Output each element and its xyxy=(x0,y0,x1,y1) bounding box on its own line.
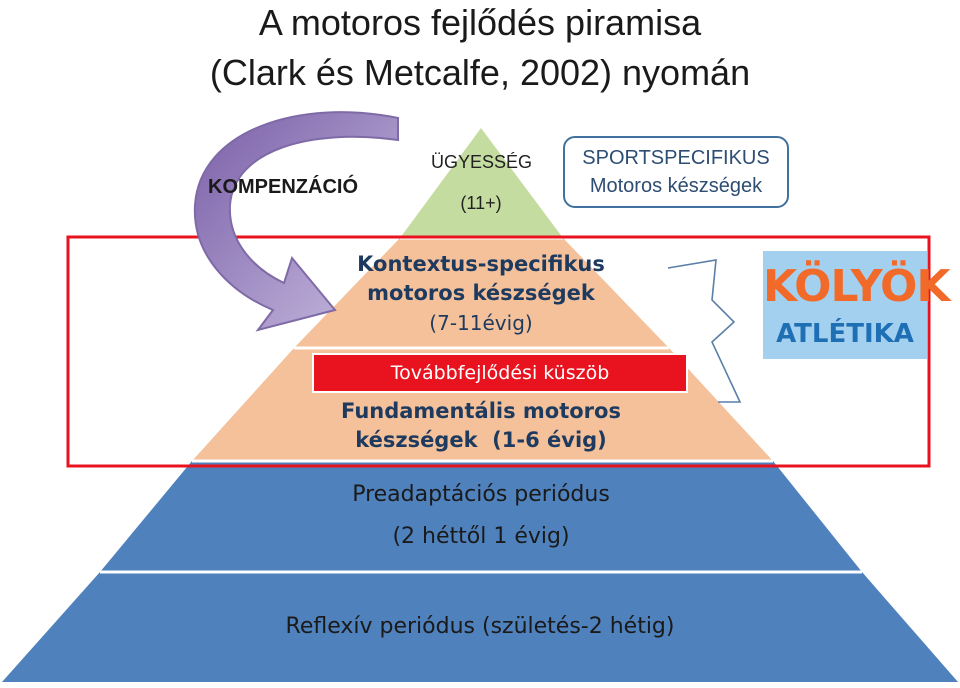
contextual-line1: Kontextus-specifikus xyxy=(357,252,605,276)
page-title-line1: A motoros fejlődés piramisa xyxy=(258,2,702,43)
pyramid-layer-contextual xyxy=(294,238,669,348)
right-brace xyxy=(667,259,742,403)
highlight-rectangle xyxy=(66,235,931,468)
preadaptive-line2: (2 héttől 1 évig) xyxy=(392,524,570,549)
reflexive-label: Reflexív periódus (születés-2 hétig) xyxy=(285,614,675,639)
skill-label: ÜGYESSÉG xyxy=(431,152,533,172)
threshold-banner: Továbbfejlődési küszöb xyxy=(312,353,688,393)
logo-word2: ATLÉTIKA xyxy=(776,319,914,349)
contextual-line2: motoros készségek xyxy=(367,281,595,305)
pyramid-layer-skill xyxy=(400,128,563,238)
compensation-arrow xyxy=(193,111,399,332)
fundamental-line1: Fundamentális motoros xyxy=(341,399,621,423)
sportspecific-title: SPORTSPECIFIKUS xyxy=(582,147,770,169)
logo-word1: KÖLYÖK xyxy=(763,261,951,312)
pyramid-layer-preadaptive xyxy=(100,461,862,572)
preadaptive-line1: Preadaptációs periódus xyxy=(352,482,610,507)
compensation-label: KOMPENZÁCIÓ xyxy=(208,176,358,198)
contextual-age: (7-11évig) xyxy=(429,311,533,335)
kolyok-atletika-logo: KÖLYÖK ATLÉTIKA xyxy=(763,251,951,359)
skill-age: (11+) xyxy=(460,193,502,213)
pyramid-layer-reflexive xyxy=(2,572,958,682)
sportspecific-box: SPORTSPECIFIKUS Motoros készségek xyxy=(563,136,789,208)
page-title-line2: (Clark és Metcalfe, 2002) nyomán xyxy=(209,52,751,93)
sportspecific-subtitle: Motoros készségek xyxy=(589,175,763,197)
fundamental-line2: készségek (1-6 évig) xyxy=(355,428,607,452)
